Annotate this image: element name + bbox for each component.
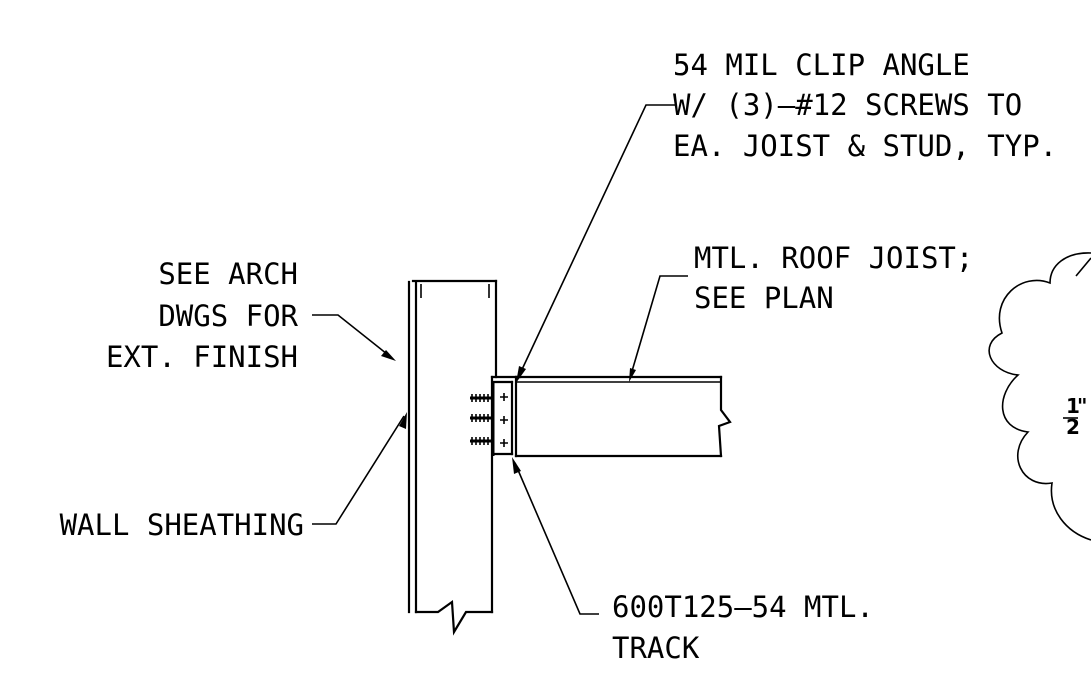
wall-sheathing-leader [312,415,405,525]
note-roof-joist-line-2: SEE PLAN [694,281,834,315]
revision-cloud-outline [988,252,1091,541]
track-arrowhead [512,457,521,474]
track-leader [514,462,599,615]
note-clip-angle: 54 MIL CLIP ANGLE W/ (3)–#12 SCREWS TO E… [673,48,1057,163]
note-roof-joist-line-1: MTL. ROOF JOIST; [694,241,973,275]
arch-finish-arrowhead [381,350,396,361]
revision-cloud-tail [1075,257,1091,277]
note-arch-finish-line-1: SEE ARCH [158,257,298,291]
note-track-line-1: 600T125–54 MTL. [612,590,874,624]
screw-head-1 [500,393,508,401]
note-wall-sheathing-line-1: WALL SHEATHING [60,508,304,542]
note-track: 600T125–54 MTL. TRACK [612,590,874,665]
clip-angle-assembly [470,380,514,456]
clip-angle-leader [517,104,675,379]
note-arch-finish-line-2: DWGS FOR [158,299,298,333]
joist-break-line [717,375,732,458]
note-clip-angle-line-1: 54 MIL CLIP ANGLE [673,48,970,82]
revision-cloud: 1 2 " [988,252,1091,541]
wall-sheathing-arrowhead [399,412,407,429]
note-wall-sheathing: WALL SHEATHING [60,508,304,542]
note-track-line-2: TRACK [612,631,700,665]
note-clip-angle-line-3: EA. JOIST & STUD, TYP. [673,129,1057,163]
screw-2 [470,414,492,422]
screw-head-3 [500,439,508,447]
wall-break-line [414,599,494,636]
screw-1 [470,394,492,402]
screw-3 [470,437,492,445]
wall-assembly [407,279,522,636]
fraction-inch-mark: " [1077,394,1087,418]
note-arch-finish-line-3: EXT. FINISH [106,340,298,374]
screw-head-2 [500,416,508,424]
joist-assembly [514,375,732,458]
note-roof-joist: MTL. ROOF JOIST; SEE PLAN [694,241,973,315]
fraction-denominator: 2 [1066,415,1080,439]
leaders [312,104,688,615]
roof-joist-arrowhead [629,368,636,382]
arch-finish-leader [312,314,393,359]
note-clip-angle-line-2: W/ (3)–#12 SCREWS TO [673,88,1022,122]
note-arch-finish: SEE ARCH DWGS FOR EXT. FINISH [106,257,299,374]
clip-angle-arrowhead [516,366,526,383]
roof-joist-leader [629,275,688,379]
fraction-numerator: 1 [1066,394,1080,418]
